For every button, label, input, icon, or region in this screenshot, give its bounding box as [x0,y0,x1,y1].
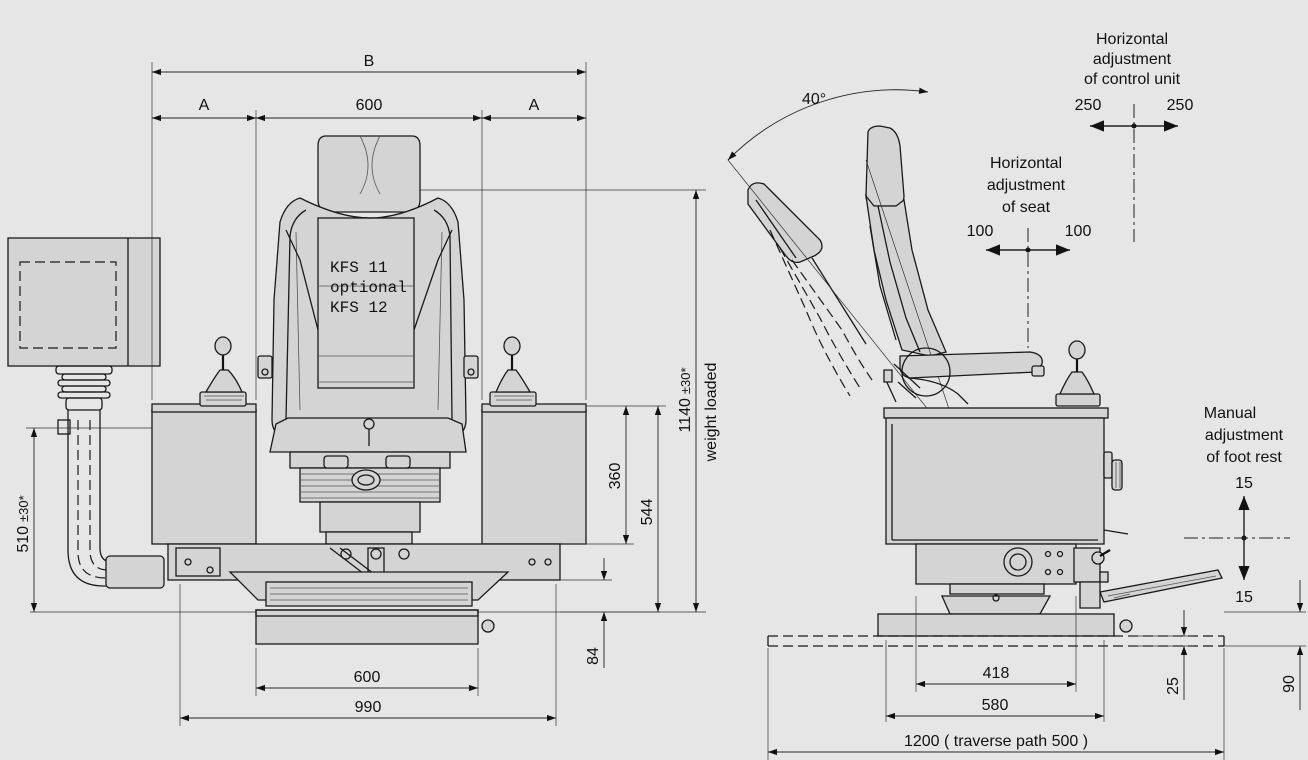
foot-adj-down-value: 15 [1235,589,1253,606]
side-base [767,613,1225,647]
seat-adj-right-value: 100 [1065,223,1092,240]
seat-adj-title-1: Horizontal [990,155,1062,172]
control-adj-title-3: of control unit [1084,71,1181,88]
dim-armrest-544-label: 544 [639,499,656,526]
dim-580-label: 580 [982,697,1009,714]
seat-front [257,135,479,545]
control-adj-right-value: 250 [1167,97,1194,114]
seat-side [883,347,1045,405]
control-monitor [7,237,165,589]
foot-adj-up-value: 15 [1235,475,1253,492]
seat-adj-title-3: of seat [1002,199,1051,216]
dim-90-label: 90 [1281,675,1298,693]
seat-adj-left-value: 100 [967,223,994,240]
front-view: B A 600 A KFS 11 optional KFS 12 1140±30… [7,53,720,726]
backrest-tilted [727,159,931,413]
seat-model-label-2: optional [330,279,407,297]
foot-adj-title-3: of foot rest [1206,449,1282,466]
dim-height-note-label: weight loaded [703,363,720,463]
right-console [481,336,587,545]
seat-model-label-3: KFS 12 [330,299,388,317]
dim-traverse-label: 1200 ( traverse path 500 ) [904,733,1088,750]
side-console [883,407,1129,545]
side-lower [915,543,1223,615]
dim-base-84-label: 84 [585,647,602,665]
dim-base-990-label: 990 [355,699,382,716]
foot-adj-title-2: adjustment [1205,427,1284,444]
control-adj-left-value: 250 [1075,97,1102,114]
dim-height-main-label: 1140±30* [677,367,694,432]
side-view: 40° [727,31,1306,760]
dim-418-label: 418 [983,665,1010,682]
control-adj-title-1: Horizontal [1096,31,1168,48]
dim-25-label: 25 [1165,677,1182,695]
dim-a-right-label: A [529,97,540,114]
foot-adj-title-1: Manual [1204,405,1256,422]
backrest-upright [865,125,951,413]
seat-model-label-1: KFS 11 [330,259,388,277]
seat-adj-title-2: adjustment [987,177,1066,194]
dim-base-600-label: 600 [354,669,381,686]
dim-b-label: B [364,53,375,70]
dim-seat-width-label: 600 [356,97,383,114]
dim-a-left-label: A [199,97,210,114]
left-console [151,336,257,545]
dim-armrest-360-label: 360 [607,463,624,490]
side-joystick [1055,340,1101,407]
control-adj-title-2: adjustment [1093,51,1172,68]
front-base [228,571,510,645]
dim-control-510-label: 510±30* [15,495,32,552]
angle-label: 40° [802,91,826,108]
